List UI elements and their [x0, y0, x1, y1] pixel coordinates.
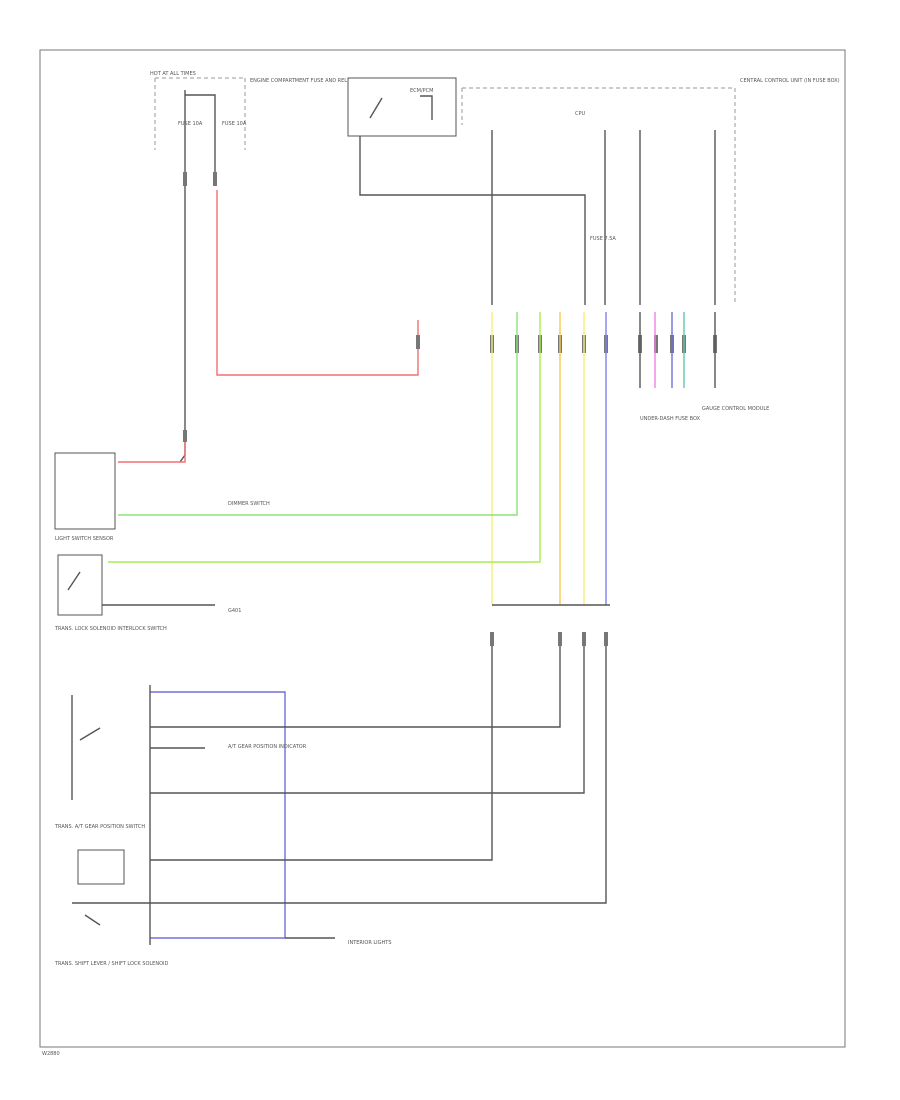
connector-black-mid [183, 430, 187, 442]
fuse-a-label: FUSE 10A [178, 121, 203, 127]
shift-wire-1 [150, 646, 493, 861]
gear-position-label: A/T GEAR POSITION INDICATOR [228, 744, 307, 750]
interlock-switch-label: TRANS. LOCK SOLENOID INTERLOCK SWITCH [54, 626, 167, 632]
shift-solenoid-box [77, 849, 125, 885]
connector-fuse-a [183, 172, 187, 186]
ecm-pcm-box [347, 77, 457, 137]
connector-fuse-b [213, 172, 217, 186]
connector-pin [654, 335, 658, 353]
lower-section-label: TRANS. A/T GEAR POSITION SWITCH [54, 824, 145, 830]
under-dash-label: UNDER-DASH FUSE BOX [640, 416, 701, 422]
ecm-switch-symbol [369, 97, 383, 119]
central-control-label: CENTRAL CONTROL UNIT (IN FUSE BOX) [740, 78, 840, 84]
connector-pin [604, 632, 608, 646]
connector-row [490, 335, 717, 353]
fuse-c-label: FUSE 7.5A [590, 236, 616, 242]
diagram-frame [39, 49, 846, 1048]
shift-wire-2 [72, 646, 607, 904]
dimmer-label: DIMMER SWITCH [228, 501, 270, 507]
ecm-switch-symbol-2 [420, 95, 433, 120]
ground-label: G401 [228, 608, 241, 614]
lower-connector-row [490, 632, 608, 646]
gear-switch-contact [79, 727, 101, 741]
diagram-id: W2880 [42, 1051, 60, 1057]
interlock-switch-symbol [67, 571, 81, 591]
blue-loop-wire [150, 691, 286, 939]
gear-wire-1 [150, 646, 561, 728]
ecm-output-wire [359, 136, 586, 305]
hot-at-all-times-label: HOT AT ALL TIMES [150, 71, 196, 77]
feed-wire-black [179, 90, 186, 463]
lime-wire [108, 312, 541, 563]
gear-wire-3 [150, 646, 585, 794]
ecm-pcm-label: ECM/PCM [410, 88, 433, 94]
fuse-b-label: FUSE 10A [222, 121, 247, 127]
interlock-switch-box [57, 554, 103, 616]
light-switch-sensor-box [54, 452, 116, 530]
gauge-control-label: GAUGE CONTROL MODULE [702, 406, 769, 412]
feed-wire-black-top [185, 94, 216, 180]
interior-lights-label: INTERIOR LIGHTS [348, 940, 392, 946]
green-wire-1 [118, 312, 518, 516]
light-switch-sensor-label: LIGHT SWITCH SENSOR [55, 536, 114, 542]
connector-pin [558, 632, 562, 646]
red-wire [216, 190, 419, 376]
connector-pin [490, 632, 494, 646]
connector-red [416, 335, 420, 349]
shift-lever-label: TRANS. SHIFT LEVER / SHIFT LOCK SOLENOID [54, 961, 168, 967]
red-wire-to-sensor [118, 430, 186, 463]
engine-fuse-box-label: ENGINE COMPARTMENT FUSE AND RELAY BOX [250, 78, 366, 84]
cpu-label: CPU [575, 111, 586, 117]
shift-switch-contact [84, 914, 101, 926]
connector-pin [582, 632, 586, 646]
